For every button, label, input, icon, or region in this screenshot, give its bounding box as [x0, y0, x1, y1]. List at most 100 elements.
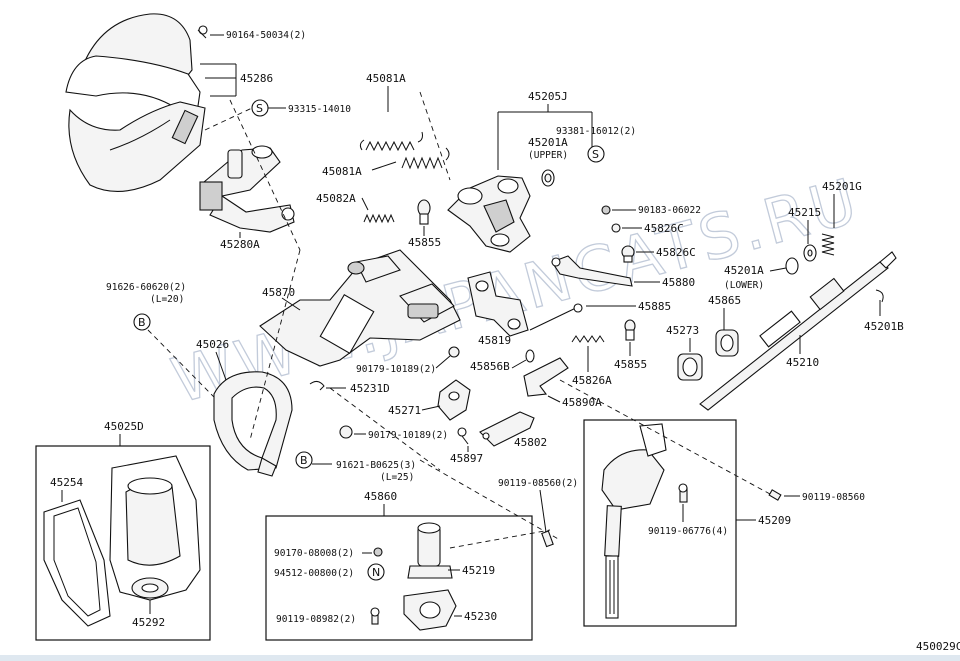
gasket-45254[interactable] [43, 499, 111, 627]
label-45201g: 45201G [822, 180, 862, 193]
pin-45855-2[interactable] [624, 319, 636, 341]
label-91626-note: (L=20) [150, 294, 184, 305]
tilt-bracket-45205j[interactable] [447, 175, 531, 253]
nut-90170[interactable] [373, 547, 383, 557]
b-symbol-1 [133, 313, 151, 331]
label-45826a: 45826A [572, 374, 612, 387]
bottom-strip [0, 655, 960, 661]
label-45870: 45870 [262, 286, 295, 299]
label-90119-08982: 90119-08982(2) [276, 614, 356, 625]
label-45201a-lower: 45201A [724, 264, 764, 277]
spring-45081a-2[interactable] [401, 156, 443, 170]
yoke-45230[interactable] [403, 589, 457, 631]
label-45026: 45026 [196, 338, 229, 351]
label-45885: 45885 [638, 300, 671, 313]
label-45209: 45209 [758, 514, 791, 527]
label-45201b: 45201B [864, 320, 904, 333]
label-91626: 91626-60620(2) [106, 282, 186, 293]
label-45230: 45230 [464, 610, 497, 623]
bolt-45826c-1[interactable] [611, 223, 621, 233]
b-symbol-2-letter: B [300, 454, 308, 467]
clip-45231d[interactable] [309, 380, 325, 391]
label-45826c-2: 45826C [656, 246, 696, 259]
cover-45026[interactable] [213, 371, 293, 477]
lever-45271[interactable] [437, 379, 471, 421]
nut-90183[interactable] [601, 205, 611, 215]
label-45880: 45880 [662, 276, 695, 289]
bushing-45865[interactable] [715, 329, 739, 357]
label-90119-06776: 90119-06776(4) [648, 526, 728, 537]
bolt-90119-08982[interactable] [370, 607, 380, 625]
bearing-45201a-upper[interactable] [541, 169, 555, 187]
lever-45802[interactable] [479, 411, 535, 447]
lever-45880[interactable] [551, 255, 633, 287]
label-45025d: 45025D [104, 420, 144, 433]
bolt-90179-1[interactable] [448, 346, 460, 358]
screw-90164[interactable] [197, 25, 208, 39]
label-45802: 45802 [514, 436, 547, 449]
n-symbol-letter: N [372, 566, 380, 579]
group-box-45025d [35, 445, 211, 641]
label-45855-2: 45855 [614, 358, 647, 371]
label-45219: 45219 [462, 564, 495, 577]
label-45254: 45254 [50, 476, 83, 489]
label-45855-1: 45855 [408, 236, 441, 249]
label-45286: 45286 [240, 72, 273, 85]
bolt-90119-06776[interactable] [678, 483, 688, 503]
boot-45025d[interactable] [109, 455, 201, 601]
label-45081a-2: 45081A [322, 165, 362, 178]
s-symbol-2-letter: S [592, 148, 599, 161]
label-45215: 45215 [788, 206, 821, 219]
label-90119-08560-b: 90119-08560 [802, 492, 865, 503]
pin-45855-1[interactable] [417, 199, 431, 225]
spring-45082a[interactable] [363, 213, 395, 224]
group-box-45860 [265, 515, 533, 641]
label-93381: 93381-16012(2) [556, 126, 636, 137]
b-symbol-2 [295, 451, 313, 469]
lever-45890a[interactable] [523, 357, 569, 397]
label-45273: 45273 [666, 324, 699, 337]
shaft-45210[interactable] [699, 251, 897, 411]
washer-45215[interactable] [803, 244, 817, 262]
label-90179-1: 90179-10189(2) [356, 364, 436, 375]
label-45081a-1: 45081A [366, 72, 406, 85]
b-symbol-1-letter: B [138, 316, 146, 329]
label-45280a: 45280A [220, 238, 260, 251]
s-symbol-2 [587, 145, 605, 163]
label-94512: 94512-00800(2) [274, 568, 354, 579]
bolt-90119-08560-b[interactable] [768, 489, 782, 501]
bearing-45273[interactable] [677, 353, 703, 381]
pin-45897[interactable] [457, 427, 469, 445]
bolt-90119-08560-a[interactable] [541, 530, 554, 548]
spring-45826a[interactable] [571, 335, 605, 343]
clip-45201b[interactable] [875, 289, 884, 303]
intermediate-shaft-45209[interactable] [601, 423, 667, 619]
label-45201a-upper-note: (UPPER) [528, 150, 568, 161]
label-90119-08560-a: 90119-08560(2) [498, 478, 578, 489]
label-45865: 45865 [708, 294, 741, 307]
spring-45201g[interactable] [821, 233, 835, 256]
label-45201a-lower-note: (LOWER) [724, 280, 764, 291]
column-tube-45870[interactable] [259, 249, 461, 367]
bolt-45826c-2[interactable] [621, 245, 635, 263]
bearing-45201a-lower[interactable] [785, 257, 799, 275]
group-box-45209 [583, 419, 737, 627]
figure-number: 450029C [916, 640, 960, 653]
label-45860: 45860 [364, 490, 397, 503]
bolt-90179-2[interactable] [339, 425, 353, 439]
seal-45292[interactable] [131, 577, 169, 599]
bracket-45819[interactable] [467, 271, 529, 337]
column-cover-upper[interactable] [65, 13, 206, 192]
rod-45885[interactable] [529, 303, 583, 331]
part-45280a[interactable] [199, 145, 295, 233]
label-45082a: 45082A [316, 192, 356, 205]
clip-45856b[interactable] [525, 349, 535, 363]
label-45897: 45897 [450, 452, 483, 465]
label-90183: 90183-06022 [638, 205, 701, 216]
label-45856b: 45856B [470, 360, 510, 373]
label-90170: 90170-08008(2) [274, 548, 354, 559]
joint-45219[interactable] [407, 522, 453, 579]
label-90179-2: 90179-10189(2) [368, 430, 448, 441]
spring-45081a-1[interactable] [365, 140, 415, 152]
